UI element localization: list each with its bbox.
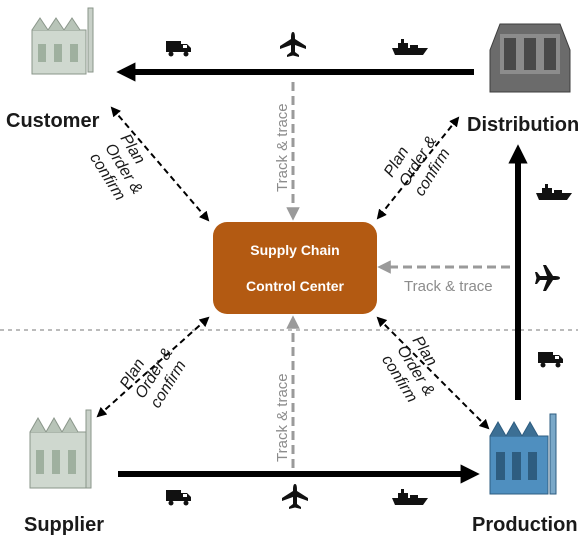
airplane-icon [280,32,306,57]
center-line-1: Supply Chain [250,242,339,258]
distribution-center-arrow [376,116,460,220]
production-label: Production [472,514,578,536]
track-label-right: Track & trace [404,278,493,295]
control-center-box: Supply Chain Control Center [213,222,377,314]
truck-icon [166,490,191,506]
track-label-top: Track & trace [274,103,291,192]
customer-label: Customer [6,110,100,132]
airplane-icon [535,265,560,291]
center-line-2: Control Center [246,278,345,294]
factory-icon [489,413,557,495]
warehouse-icon [489,23,571,93]
airplane-icon [282,484,308,509]
distribution-label: Distribution [467,114,578,136]
supplier-center-arrow [96,316,210,418]
track-label-bottom: Track & trace [274,373,291,462]
factory-icon [31,7,94,75]
supplier-label: Supplier [24,514,104,536]
factory-icon [29,409,92,489]
ship-icon [536,184,572,200]
truck-icon [166,41,191,57]
ship-icon [392,489,428,505]
customer-center-arrow [110,106,210,222]
truck-icon [538,352,563,368]
production-center-arrow [376,316,490,430]
ship-icon [392,39,428,55]
